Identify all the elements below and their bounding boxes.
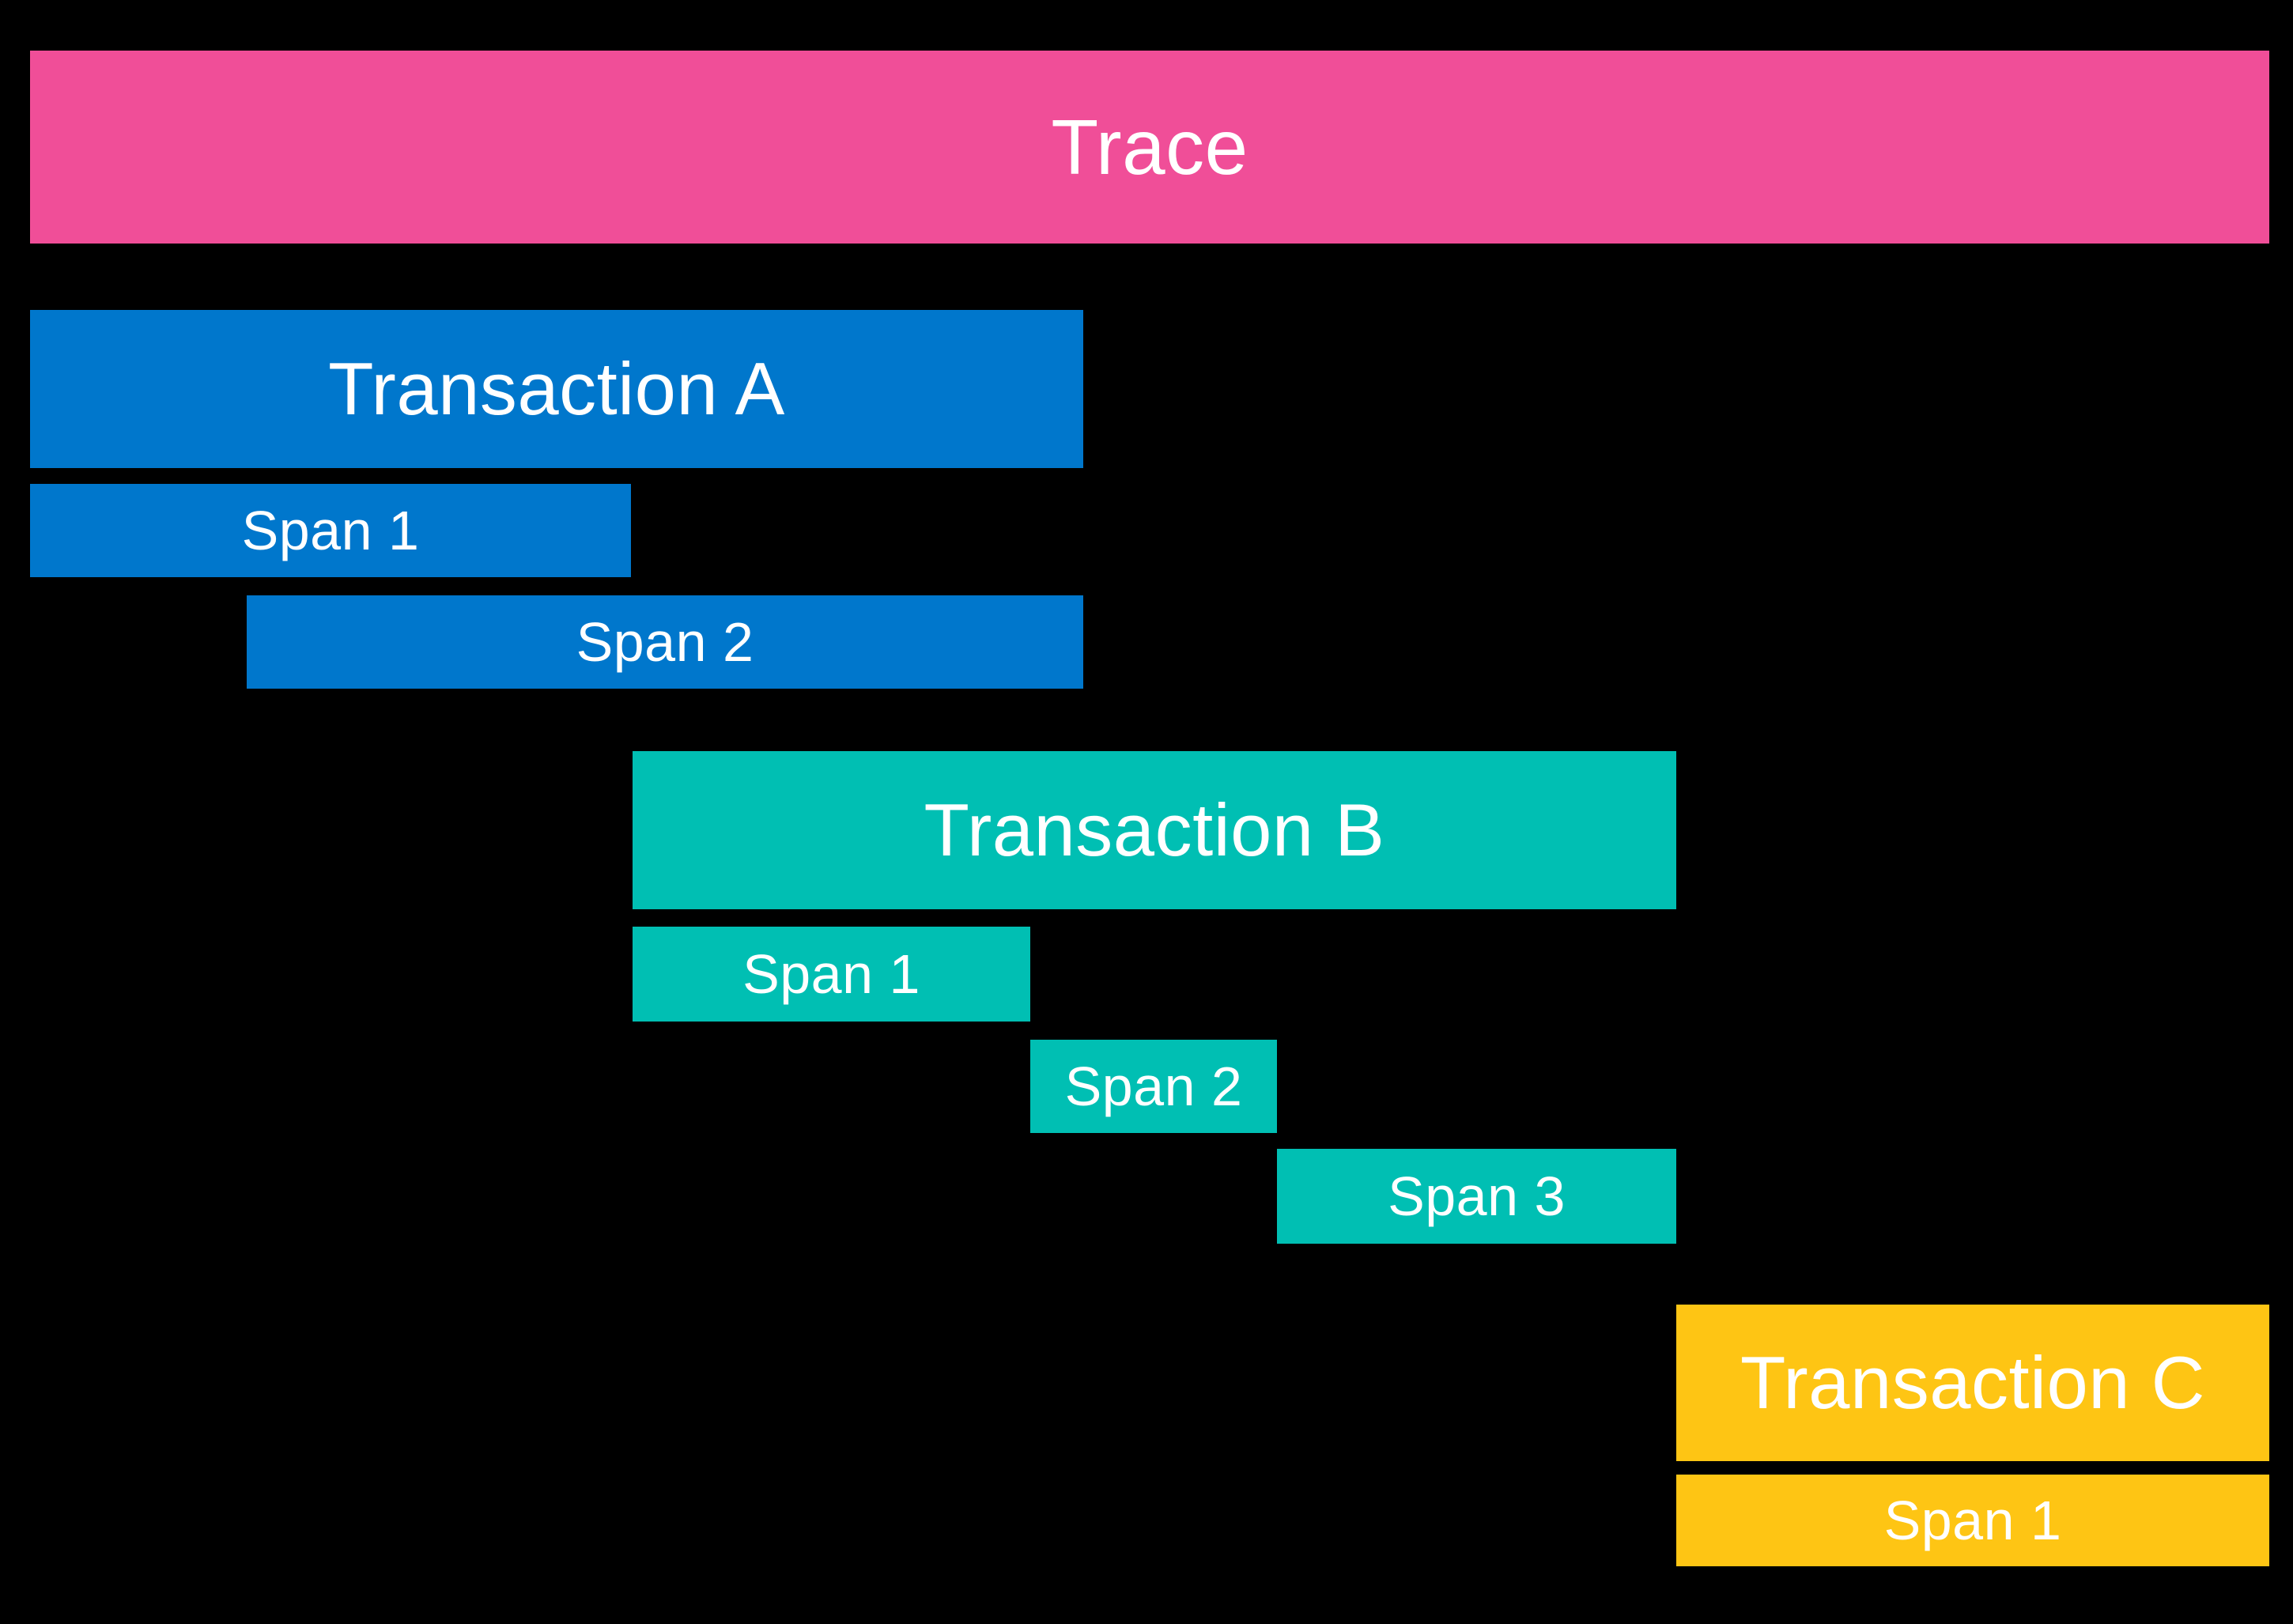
bar-trace-label: Trace — [1051, 104, 1248, 191]
bar-transaction-c-span-1: Span 1 — [1676, 1475, 2269, 1566]
bar-trace: Trace — [30, 51, 2269, 244]
bar-transaction-a-span-1: Span 1 — [30, 484, 631, 577]
bar-transaction-c-span-1-label: Span 1 — [1883, 1490, 2062, 1551]
bar-transaction-a: Transaction A — [30, 310, 1083, 468]
bar-transaction-b-span-1-label: Span 1 — [742, 943, 920, 1005]
bar-transaction-c-label: Transaction C — [1740, 1341, 2206, 1424]
bar-transaction-a-span-2-label: Span 2 — [576, 611, 754, 673]
bar-transaction-b-span-3-label: Span 3 — [1388, 1165, 1566, 1227]
bar-transaction-a-label: Transaction A — [328, 347, 785, 430]
bar-transaction-b-span-1: Span 1 — [633, 927, 1030, 1022]
bar-transaction-b-span-2: Span 2 — [1030, 1040, 1277, 1133]
bar-transaction-b: Transaction B — [633, 751, 1676, 909]
bar-transaction-a-span-2: Span 2 — [247, 595, 1083, 689]
bar-transaction-a-span-1-label: Span 1 — [241, 500, 420, 561]
bar-transaction-b-span-2-label: Span 2 — [1064, 1056, 1243, 1117]
bar-transaction-b-label: Transaction B — [924, 788, 1385, 871]
bar-transaction-b-span-3: Span 3 — [1277, 1149, 1676, 1244]
bar-transaction-c: Transaction C — [1676, 1305, 2269, 1461]
